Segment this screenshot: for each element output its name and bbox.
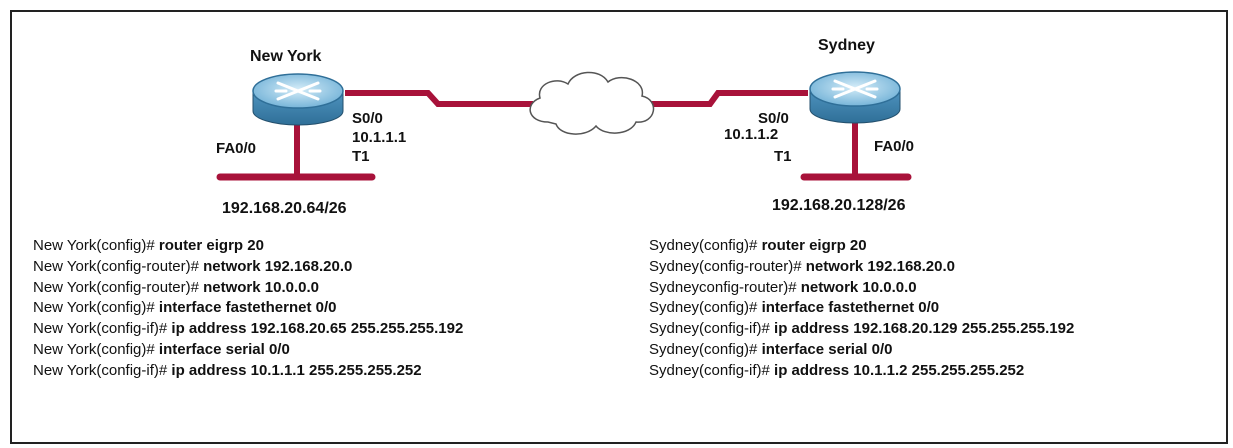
cli-prompt: New York(config-router)# <box>33 257 199 275</box>
cli-prompt: Sydney(config)# <box>649 299 758 317</box>
cli-prompt: New York(config)# <box>33 340 155 358</box>
cli-command: ip address 192.168.20.65 255.255.255.192 <box>167 320 464 338</box>
sydney-serial-ip-label: 10.1.1.2 <box>724 126 779 143</box>
sydney-fa-interface-label: FA0/0 <box>874 138 915 155</box>
cli-prompt: New York(config-router)# <box>33 278 199 296</box>
config-line: New York(config-if)# ip address 192.168.… <box>33 319 463 340</box>
config-line: New York(config)# interface serial 0/0 <box>33 340 463 361</box>
config-line: Sydney(config)# router eigrp 20 <box>649 236 1074 257</box>
router-name-sydney: Sydney <box>818 37 875 54</box>
cli-command: ip address 10.1.1.1 255.255.255.252 <box>167 361 422 379</box>
cli-command: interface fastethernet 0/0 <box>154 299 337 317</box>
sydney-serial-interface-label: S0/0 <box>758 110 789 127</box>
cli-prompt: Sydney(config)# <box>649 237 758 254</box>
cli-command: network 10.0.0.0 <box>796 278 917 296</box>
ny-serial-ip-label: 10.1.1.1 <box>352 129 407 146</box>
cli-command: ip address 192.168.20.129 255.255.255.19… <box>769 320 1075 338</box>
config-line: New York(config)# router eigrp 20 <box>33 236 463 257</box>
config-line: New York(config-router)# network 10.0.0.… <box>33 278 463 299</box>
config-line: Sydney(config)# interface serial 0/0 <box>649 340 1074 361</box>
cli-command: interface fastethernet 0/0 <box>757 299 940 317</box>
cli-command: ip address 10.1.1.2 255.255.255.252 <box>769 361 1025 379</box>
cli-prompt: New York(config-if)# <box>33 320 168 338</box>
config-line: Sydneyconfig-router)# network 10.0.0.0 <box>649 278 1074 299</box>
wan-serial-link <box>345 90 808 107</box>
cli-command: router eigrp 20 <box>154 237 264 254</box>
cli-command: network 10.0.0.0 <box>198 278 319 296</box>
config-line: New York(config-if)# ip address 10.1.1.1… <box>33 361 463 382</box>
cli-prompt: New York(config)# <box>33 299 155 317</box>
router-new-york-icon <box>252 73 344 126</box>
cli-prompt: Sydneyconfig-router)# <box>649 278 797 296</box>
router-sydney-icon <box>809 71 901 124</box>
config-line: Sydney(config-if)# ip address 10.1.1.2 2… <box>649 361 1074 382</box>
sydney-link-type-label: T1 <box>774 148 792 165</box>
config-line: Sydney(config-router)# network 192.168.2… <box>649 257 1074 278</box>
sydney-config-listing: Sydney(config)# router eigrp 20 Sydney(c… <box>649 236 1074 382</box>
cli-command: network 192.168.20.0 <box>198 257 353 275</box>
cli-prompt: Sydney(config-router)# <box>649 257 802 275</box>
ny-serial-interface-label: S0/0 <box>352 110 383 127</box>
config-line: Sydney(config-if)# ip address 192.168.20… <box>649 319 1074 340</box>
sydney-lan-segment <box>800 116 912 181</box>
cli-prompt: New York(config-if)# <box>33 361 168 379</box>
config-line: New York(config)# interface fastethernet… <box>33 298 463 319</box>
ny-lan-network-label: 192.168.20.64/26 <box>222 200 347 217</box>
ny-link-type-label: T1 <box>352 148 370 165</box>
ny-fa-interface-label: FA0/0 <box>216 140 257 157</box>
config-line: Sydney(config)# interface fastethernet 0… <box>649 298 1074 319</box>
router-name-new-york: New York <box>250 48 322 65</box>
cli-prompt: Sydney(config)# <box>649 340 758 358</box>
wan-cloud <box>529 71 655 135</box>
cli-command: interface serial 0/0 <box>154 340 290 358</box>
cli-prompt: New York(config)# <box>33 237 155 254</box>
cli-prompt: Sydney(config-if)# <box>649 320 770 338</box>
cli-command: router eigrp 20 <box>757 237 867 254</box>
cli-command: network 192.168.20.0 <box>801 257 956 275</box>
ny-config-listing: New York(config)# router eigrp 20 New Yo… <box>33 236 463 382</box>
sydney-lan-network-label: 192.168.20.128/26 <box>772 197 906 214</box>
cli-command: interface serial 0/0 <box>757 340 893 358</box>
config-line: New York(config-router)# network 192.168… <box>33 257 463 278</box>
ny-lan-segment <box>216 118 376 181</box>
cli-prompt: Sydney(config-if)# <box>649 361 770 379</box>
